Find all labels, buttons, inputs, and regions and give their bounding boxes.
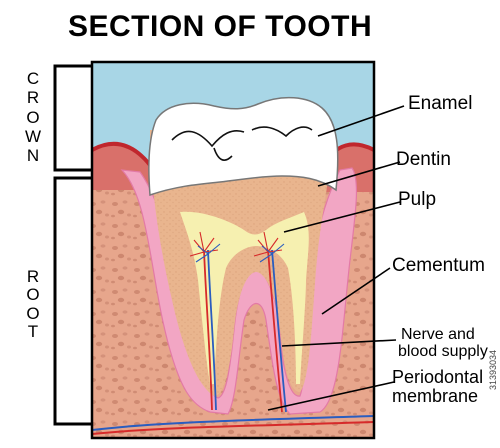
crown-letter: C [26,69,40,88]
nerve-blood-supply [189,231,287,413]
root-bracket [53,176,92,426]
diagram-title: SECTION OF TOOTH [68,10,373,43]
base-artery [92,421,374,435]
root-letter: R [26,267,40,286]
label-periodontal-membrane: Periodontal membrane [392,368,483,406]
label-nerve-line1: Nerve and [401,326,475,343]
enamel-fissures [171,126,313,161]
root-letter: O [26,285,40,305]
root-letter: O [26,303,40,323]
label-nerve-blood-supply: Nerve and blood supply [398,326,488,360]
crown-letter: O [26,107,40,127]
diagram-frame [90,60,376,440]
dentin [150,130,334,396]
root-letter: T [27,321,39,341]
label-perio-line1: Periodontal [392,367,484,387]
label-cementum: Cementum [392,255,485,276]
crown-bracket [53,64,92,172]
label-dentin: Dentin [396,149,451,170]
leader-lines [267,105,405,411]
label-perio-line2: membrane [392,386,479,406]
enamel [148,96,339,197]
base-vein [92,415,374,431]
crown-letter: R [26,88,40,108]
crown-letter: N [26,146,40,165]
stock-id: 31393034 [488,349,498,390]
label-pulp: Pulp [398,189,437,210]
label-nerve-line2: blood supply [398,343,488,360]
label-enamel: Enamel [408,93,473,114]
crown-letter: W [24,126,42,146]
